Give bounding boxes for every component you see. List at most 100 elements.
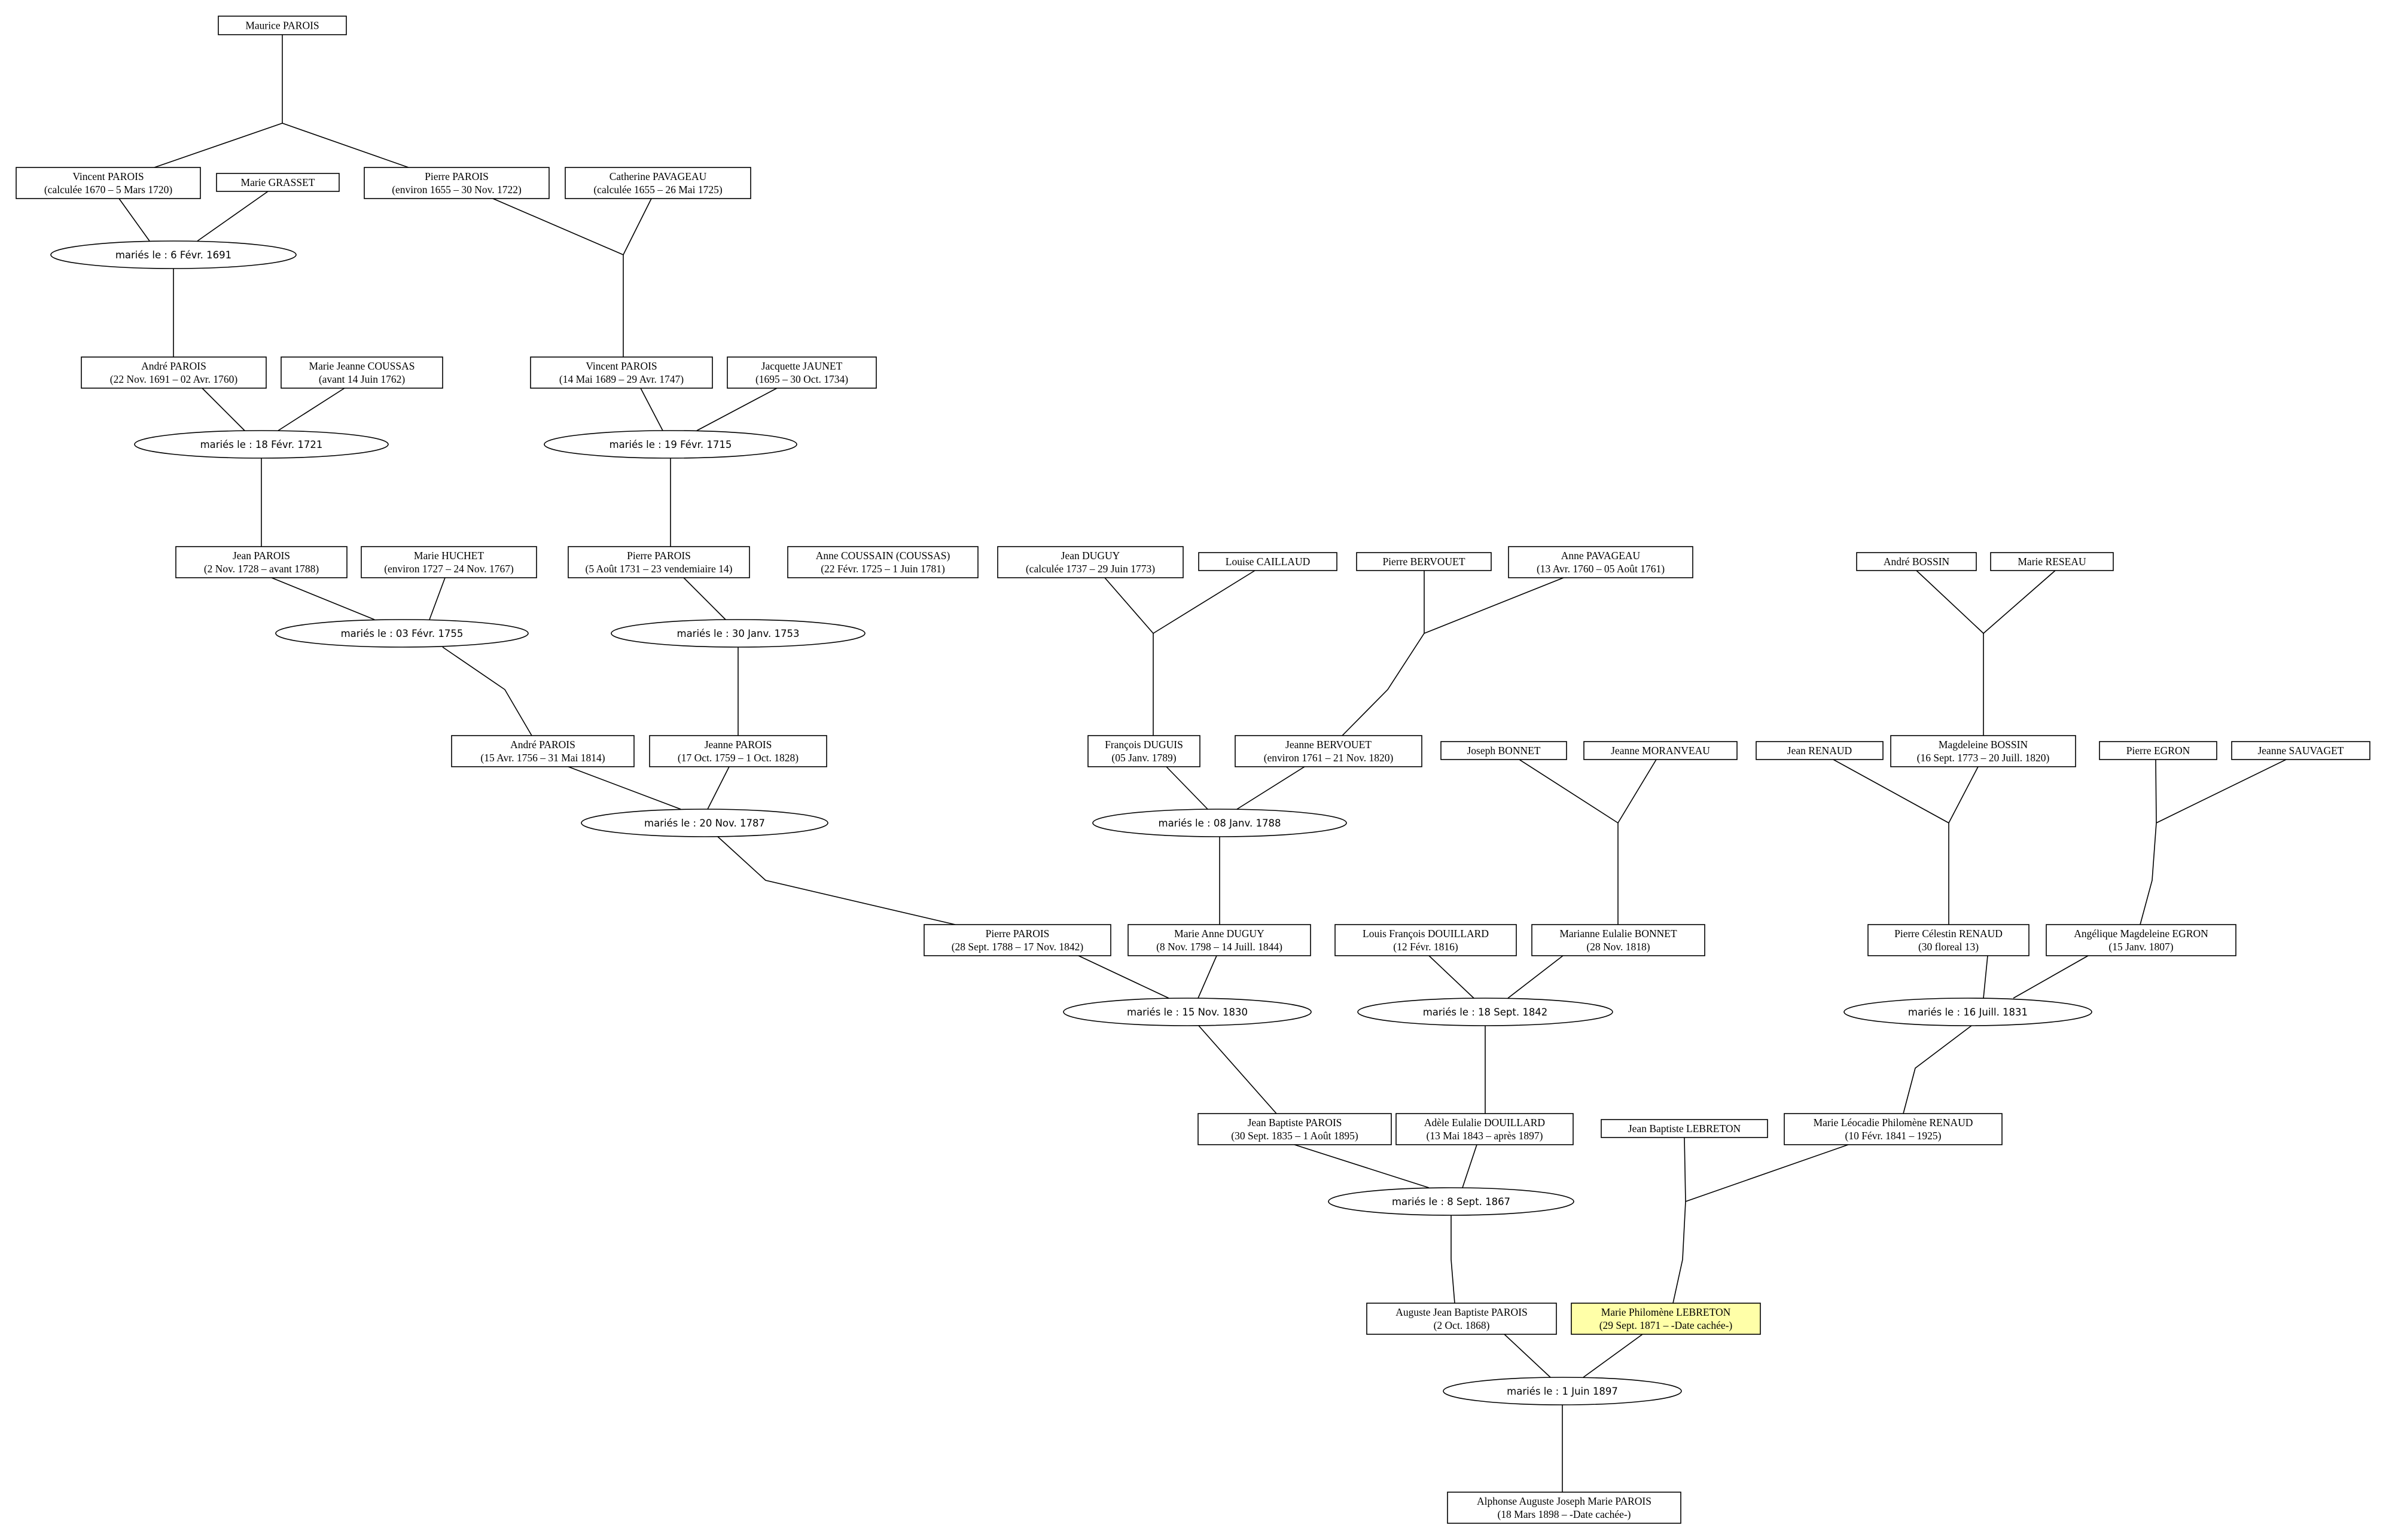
connector-line xyxy=(1983,570,2056,634)
person-node[interactable]: Auguste Jean Baptiste PAROIS(2 Oct. 1868… xyxy=(1366,1303,1557,1335)
person-node[interactable]: Jean Baptiste PAROIS(30 Sept. 1835 – 1 A… xyxy=(1197,1113,1392,1145)
connector-line xyxy=(1104,577,1154,634)
person-node[interactable]: Pierre PAROIS(28 Sept. 1788 – 17 Nov. 18… xyxy=(924,924,1111,956)
person-box xyxy=(2099,741,2217,760)
person-name: Jean RENAUD xyxy=(1787,745,1852,757)
person-node[interactable]: André PAROIS(22 Nov. 1691 – 02 Avr. 1760… xyxy=(81,356,267,389)
person-node[interactable]: François DUGUIS(05 Janv. 1789) xyxy=(1087,735,1200,767)
person-name: André PAROIS xyxy=(510,739,575,751)
person-node[interactable]: Anne COUSSAIN (COUSSAS)(22 Févr. 1725 – … xyxy=(787,546,979,578)
person-node[interactable]: Vincent PAROIS(calculée 1670 – 5 Mars 17… xyxy=(16,167,201,199)
person-node[interactable]: Jeanne MORANVEAU xyxy=(1583,741,1738,760)
person-name: Marie Philomène LEBRETON xyxy=(1601,1306,1731,1318)
person-node[interactable]: Marie RESEAU xyxy=(1990,552,2114,571)
marriage-node[interactable]: mariés le : 08 Janv. 1788 xyxy=(1092,809,1347,837)
marriage-node[interactable]: mariés le : 03 Févr. 1755 xyxy=(275,619,529,648)
person-dates: (1695 – 30 Oct. 1734) xyxy=(755,373,848,385)
marriage-node[interactable]: mariés le : 16 Juill. 1831 xyxy=(1843,998,2092,1026)
person-node[interactable]: Marie Jeanne COUSSAS(avant 14 Juin 1762) xyxy=(281,356,443,389)
person-box xyxy=(281,356,443,389)
person-box xyxy=(216,173,340,192)
marriage-node[interactable]: mariés le : 20 Nov. 1787 xyxy=(581,809,828,837)
marriage-node[interactable]: mariés le : 6 Févr. 1691 xyxy=(50,240,297,269)
person-node[interactable]: Angélique Magdeleine EGRON(15 Janv. 1807… xyxy=(2046,924,2236,956)
person-node[interactable]: Marianne Eulalie BONNET(28 Nov. 1818) xyxy=(1531,924,1705,956)
person-node[interactable]: Marie Anne DUGUY(8 Nov. 1798 – 14 Juill.… xyxy=(1128,924,1311,956)
person-node[interactable]: Vincent PAROIS(14 Mai 1689 – 29 Avr. 174… xyxy=(530,356,713,389)
person-dates: (calculée 1670 – 5 Mars 1720) xyxy=(44,184,172,196)
connector-line xyxy=(1236,766,1305,810)
marriage-node[interactable]: mariés le : 19 Févr. 1715 xyxy=(544,430,797,459)
connector-line xyxy=(278,388,345,431)
connector-line xyxy=(707,766,730,810)
person-node[interactable]: Louise CAILLAUD xyxy=(1198,552,1337,571)
person-box xyxy=(175,546,348,578)
person-node[interactable]: Marie Léocadie Philomène RENAUD(10 Févr.… xyxy=(1784,1113,2003,1145)
person-dates: (13 Avr. 1760 – 05 Août 1761) xyxy=(1537,563,1665,575)
person-node[interactable]: Anne PAVAGEAU(13 Avr. 1760 – 05 Août 176… xyxy=(1508,546,1693,578)
person-name: Magdeleine BOSSIN xyxy=(1939,739,2028,751)
person-node[interactable]: André BOSSIN xyxy=(1856,552,1977,571)
marriage-node[interactable]: mariés le : 18 Sept. 1842 xyxy=(1357,998,1613,1026)
person-name: Marie Anne DUGUY xyxy=(1174,928,1264,940)
person-name: Jeanne MORANVEAU xyxy=(1611,745,1710,757)
marriage-node[interactable]: mariés le : 30 Janv. 1753 xyxy=(611,619,866,648)
person-name: Angélique Magdeleine EGRON xyxy=(2074,928,2208,940)
person-box xyxy=(530,356,713,389)
person-node[interactable]: Pierre PAROIS(5 Août 1731 – 23 vendemiai… xyxy=(568,546,750,578)
connector-line xyxy=(1342,577,1564,736)
person-name: Pierre PAROIS xyxy=(986,928,1050,940)
person-name: Jean DUGUY xyxy=(1061,550,1120,562)
person-node[interactable]: Pierre PAROIS(environ 1655 – 30 Nov. 172… xyxy=(364,167,550,199)
marriage-node[interactable]: mariés le : 8 Sept. 1867 xyxy=(1328,1187,1574,1216)
person-node[interactable]: Jean PAROIS(2 Nov. 1728 – avant 1788) xyxy=(175,546,348,578)
person-node[interactable]: Pierre Célestin RENAUD(30 floreal 13) xyxy=(1867,924,2030,956)
marriage-ellipse xyxy=(134,430,389,459)
person-node-selected[interactable]: Marie Philomène LEBRETON(29 Sept. 1871 –… xyxy=(1571,1303,1761,1335)
person-node[interactable]: Jeanne SAUVAGET xyxy=(2231,741,2370,760)
person-node[interactable]: Alphonse Auguste Joseph Marie PAROIS(18 … xyxy=(1447,1492,1681,1524)
person-name: Jeanne BERVOUET xyxy=(1285,739,1372,751)
person-node[interactable]: Louis François DOUILLARD(12 Févr. 1816) xyxy=(1334,924,1517,956)
person-box xyxy=(1198,552,1337,571)
person-box xyxy=(997,546,1184,578)
person-node[interactable]: Pierre EGRON xyxy=(2099,741,2217,760)
person-node[interactable]: Catherine PAVAGEAU(calculée 1655 – 26 Ma… xyxy=(565,167,751,199)
marriage-node[interactable]: mariés le : 15 Nov. 1830 xyxy=(1063,998,1312,1026)
person-box xyxy=(1356,552,1492,571)
person-name: Anne PAVAGEAU xyxy=(1561,550,1641,562)
person-node[interactable]: Jeanne BERVOUET(environ 1761 – 21 Nov. 1… xyxy=(1235,735,1422,767)
person-node[interactable]: Jacquette JAUNET(1695 – 30 Oct. 1734) xyxy=(727,356,877,389)
person-node[interactable]: Marie GRASSET xyxy=(216,173,340,192)
person-name: Marie Jeanne COUSSAS xyxy=(309,360,415,372)
person-name: Jean PAROIS xyxy=(233,550,290,562)
marriage-node[interactable]: mariés le : 18 Févr. 1721 xyxy=(134,430,389,459)
person-name: André BOSSIN xyxy=(1884,556,1950,568)
person-node[interactable]: Joseph BONNET xyxy=(1440,741,1567,760)
person-node[interactable]: Adèle Eulalie DOUILLARD(13 Mai 1843 – ap… xyxy=(1395,1113,1574,1145)
person-dates: (22 Févr. 1725 – 1 Juin 1781) xyxy=(821,563,945,575)
person-dates: (environ 1761 – 21 Nov. 1820) xyxy=(1264,752,1394,764)
connector-line xyxy=(1153,570,1256,634)
person-name: Louis François DOUILLARD xyxy=(1363,928,1489,940)
person-dates: (5 Août 1731 – 23 vendemiaire 14) xyxy=(586,563,733,575)
person-box xyxy=(1571,1303,1761,1335)
connector-line xyxy=(683,577,726,620)
connector-line xyxy=(1916,570,1984,634)
marriage-ellipse xyxy=(1357,998,1613,1026)
person-node[interactable]: Maurice PAROIS xyxy=(218,16,347,35)
person-node[interactable]: Jeanne PAROIS(17 Oct. 1759 – 1 Oct. 1828… xyxy=(649,735,827,767)
person-box xyxy=(1087,735,1200,767)
person-node[interactable]: Jean Baptiste LEBRETON xyxy=(1601,1119,1768,1138)
marriage-ellipse xyxy=(581,809,828,837)
person-node[interactable]: Jean DUGUY(calculée 1737 – 29 Juin 1773) xyxy=(997,546,1184,578)
person-name: Jean Baptiste PAROIS xyxy=(1248,1117,1342,1129)
person-node[interactable]: Magdeleine BOSSIN(16 Sept. 1773 – 20 Jui… xyxy=(1890,735,2076,767)
marriage-node[interactable]: mariés le : 1 Juin 1897 xyxy=(1443,1377,1682,1405)
person-node[interactable]: André PAROIS(15 Avr. 1756 – 31 Mai 1814) xyxy=(451,735,635,767)
person-node[interactable]: Pierre BERVOUET xyxy=(1356,552,1492,571)
person-box xyxy=(1440,741,1567,760)
person-node[interactable]: Jean RENAUD xyxy=(1756,741,1884,760)
marriage-ellipse xyxy=(1092,809,1347,837)
person-node[interactable]: Marie HUCHET(environ 1727 – 24 Nov. 1767… xyxy=(361,546,537,578)
